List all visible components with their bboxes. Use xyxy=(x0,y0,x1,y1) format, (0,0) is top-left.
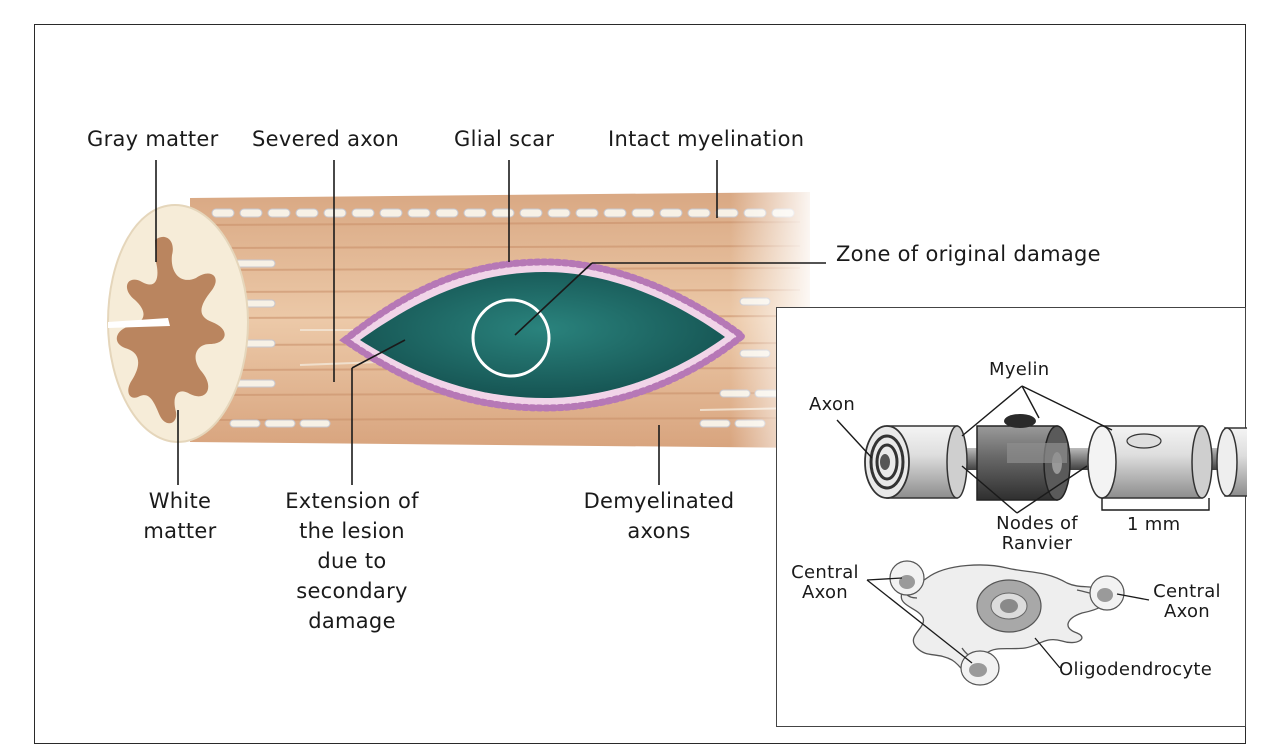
spinal-cord-illustration xyxy=(106,160,826,485)
label-demyelinated-axons: Demyelinated axons xyxy=(583,489,735,543)
label-myelin: Myelin xyxy=(989,359,1050,380)
label-gray-matter: Gray matter xyxy=(87,127,219,151)
label-severed-axon: Severed axon xyxy=(252,127,400,151)
label-oligodendrocyte: Oligodendrocyte xyxy=(1059,659,1213,680)
label-axon: Axon xyxy=(809,394,856,415)
label-extension-of-lesion: Extension of the lesion due to secondary… xyxy=(285,489,419,633)
lesion-core xyxy=(339,258,748,412)
label-central-axon-right: Central Axon xyxy=(1153,581,1221,622)
myelin-inset-illustration xyxy=(836,385,1252,686)
myelin-inset-panel: Myelin Axon Nodes of Ranvier 1 mm Centra… xyxy=(776,307,1252,727)
label-white-matter: White matter xyxy=(143,489,217,543)
spinal-cord-cross-section xyxy=(106,203,250,444)
label-central-axon-left: Central Axon xyxy=(791,562,859,603)
leader-lines xyxy=(155,160,826,485)
label-zone-of-original-damage: Zone of original damage xyxy=(836,242,1101,266)
label-glial-scar: Glial scar xyxy=(454,127,555,151)
label-intact-myelination: Intact myelination xyxy=(608,127,805,151)
zone-of-original-damage-circle xyxy=(471,298,551,378)
myelin-sheath-2 xyxy=(976,414,1071,501)
oligodendrocyte-cell xyxy=(889,560,1125,686)
label-scale-1mm: 1 mm xyxy=(1127,514,1181,535)
label-nodes-of-ranvier: Nodes of Ranvier xyxy=(996,513,1078,554)
myelin-sheath-3 xyxy=(1087,425,1251,499)
myelin-sheath-1 xyxy=(864,425,968,499)
